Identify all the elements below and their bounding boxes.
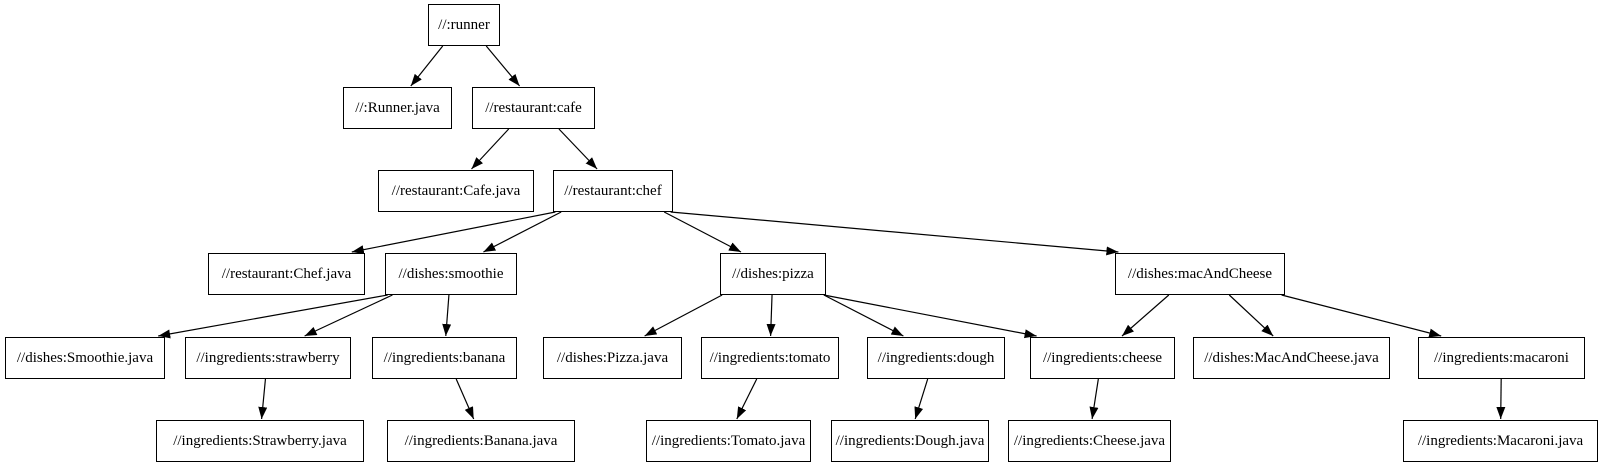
graph-edge-pizza-to-dough bbox=[823, 294, 904, 337]
graph-node-label: //dishes:MacAndCheese.java bbox=[1204, 349, 1379, 366]
graph-node-mac-and-cheese-java: //dishes:MacAndCheese.java bbox=[1193, 337, 1390, 379]
graph-node-smoothie: //dishes:smoothie bbox=[385, 253, 517, 295]
graph-node-label: //ingredients:Tomato.java bbox=[651, 432, 806, 449]
graph-node-label: //ingredients:Dough.java bbox=[835, 432, 985, 449]
graph-node-cheese-java: //ingredients:Cheese.java bbox=[1008, 420, 1171, 462]
graph-node-label: //dishes:Smoothie.java bbox=[16, 349, 154, 366]
graph-edge-cafe-to-chef bbox=[558, 128, 598, 170]
graph-node-macaroni-java: //ingredients:Macaroni.java bbox=[1403, 420, 1598, 462]
graph-node-strawberry: //ingredients:strawberry bbox=[185, 337, 351, 379]
graph-node-chef-java: //restaurant:Chef.java bbox=[208, 253, 365, 295]
graph-edge-smoothie-to-smoothie-java bbox=[158, 294, 388, 339]
graph-node-pizza: //dishes:pizza bbox=[720, 253, 826, 295]
graph-edge-cafe-to-cafe-java bbox=[471, 128, 510, 170]
graph-edge-dough-to-dough-java bbox=[914, 378, 929, 420]
graph-node-label: //ingredients:Cheese.java bbox=[1013, 432, 1166, 449]
graph-node-mac-and-cheese: //dishes:macAndCheese bbox=[1115, 253, 1285, 295]
graph-edge-strawberry-to-strawberry-java bbox=[258, 378, 268, 420]
graph-edge-pizza-to-pizza-java bbox=[644, 294, 723, 337]
graph-edge-tomato-to-tomato-java bbox=[736, 378, 758, 420]
graph-node-label: //ingredients:banana bbox=[383, 349, 506, 366]
graph-edge-pizza-to-tomato bbox=[766, 294, 776, 337]
graph-node-label: //ingredients:macaroni bbox=[1434, 349, 1569, 366]
graph-edge-chef-to-chef-java bbox=[351, 211, 556, 255]
graph-edge-mac-and-cheese-to-cheese bbox=[1121, 294, 1170, 337]
graph-edge-chef-to-pizza bbox=[663, 211, 742, 253]
graph-node-label: //ingredients:dough bbox=[877, 349, 995, 366]
graph-node-pizza-java: //dishes:Pizza.java bbox=[543, 337, 682, 379]
graph-node-cafe-java: //restaurant:Cafe.java bbox=[378, 170, 534, 212]
graph-node-cheese: //ingredients:cheese bbox=[1030, 337, 1175, 379]
graph-node-label: //dishes:macAndCheese bbox=[1127, 265, 1273, 282]
graph-edge-banana-to-banana-java bbox=[455, 378, 475, 420]
graph-edge-smoothie-to-banana bbox=[442, 294, 452, 337]
graph-node-label: //:Runner.java bbox=[355, 99, 440, 116]
graph-node-label: //dishes:pizza bbox=[732, 265, 814, 282]
graph-edge-mac-and-cheese-to-mac-and-cheese-java bbox=[1228, 294, 1274, 337]
graph-edge-cheese-to-cheese-java bbox=[1089, 378, 1099, 420]
graph-node-chef: //restaurant:chef bbox=[553, 170, 673, 212]
graph-edge-runner-to-runner-java bbox=[410, 45, 444, 87]
graph-edge-chef-to-mac-and-cheese bbox=[670, 211, 1119, 256]
graph-node-runner: //:runner bbox=[428, 4, 500, 46]
graph-node-label: //dishes:smoothie bbox=[398, 265, 504, 282]
graph-node-label: //:runner bbox=[438, 16, 490, 33]
graph-node-tomato-java: //ingredients:Tomato.java bbox=[646, 420, 811, 462]
graph-node-label: //restaurant:Chef.java bbox=[221, 265, 352, 282]
graph-node-label: //ingredients:Macaroni.java bbox=[1417, 432, 1584, 449]
graph-edge-mac-and-cheese-to-macaroni bbox=[1281, 294, 1442, 338]
graph-node-label: //ingredients:Banana.java bbox=[404, 432, 558, 449]
graph-node-cafe: //restaurant:cafe bbox=[472, 87, 595, 129]
graph-edge-runner-to-cafe bbox=[485, 45, 521, 87]
graph-node-banana-java: //ingredients:Banana.java bbox=[387, 420, 575, 462]
graph-node-macaroni: //ingredients:macaroni bbox=[1418, 337, 1585, 379]
graph-node-smoothie-java: //dishes:Smoothie.java bbox=[5, 337, 165, 379]
graph-node-dough: //ingredients:dough bbox=[867, 337, 1005, 379]
graph-node-label: //ingredients:strawberry bbox=[196, 349, 340, 366]
graph-node-label: //ingredients:cheese bbox=[1042, 349, 1163, 366]
graph-edge-pizza-to-cheese bbox=[823, 294, 1037, 339]
graph-node-label: //restaurant:Cafe.java bbox=[391, 182, 521, 199]
graph-node-label: //restaurant:chef bbox=[564, 182, 662, 199]
graph-edge-chef-to-smoothie bbox=[483, 211, 562, 253]
graph-node-banana: //ingredients:banana bbox=[372, 337, 517, 379]
graph-node-runner-java: //:Runner.java bbox=[343, 87, 452, 129]
graph-node-label: //ingredients:Strawberry.java bbox=[173, 432, 347, 449]
graph-node-dough-java: //ingredients:Dough.java bbox=[831, 420, 989, 462]
graph-node-label: //restaurant:cafe bbox=[485, 99, 582, 116]
graph-node-strawberry-java: //ingredients:Strawberry.java bbox=[156, 420, 364, 462]
graph-node-label: //dishes:Pizza.java bbox=[556, 349, 669, 366]
graph-node-tomato: //ingredients:tomato bbox=[701, 337, 839, 379]
graph-edge-smoothie-to-strawberry bbox=[304, 294, 393, 337]
graph-node-label: //ingredients:tomato bbox=[709, 349, 831, 366]
